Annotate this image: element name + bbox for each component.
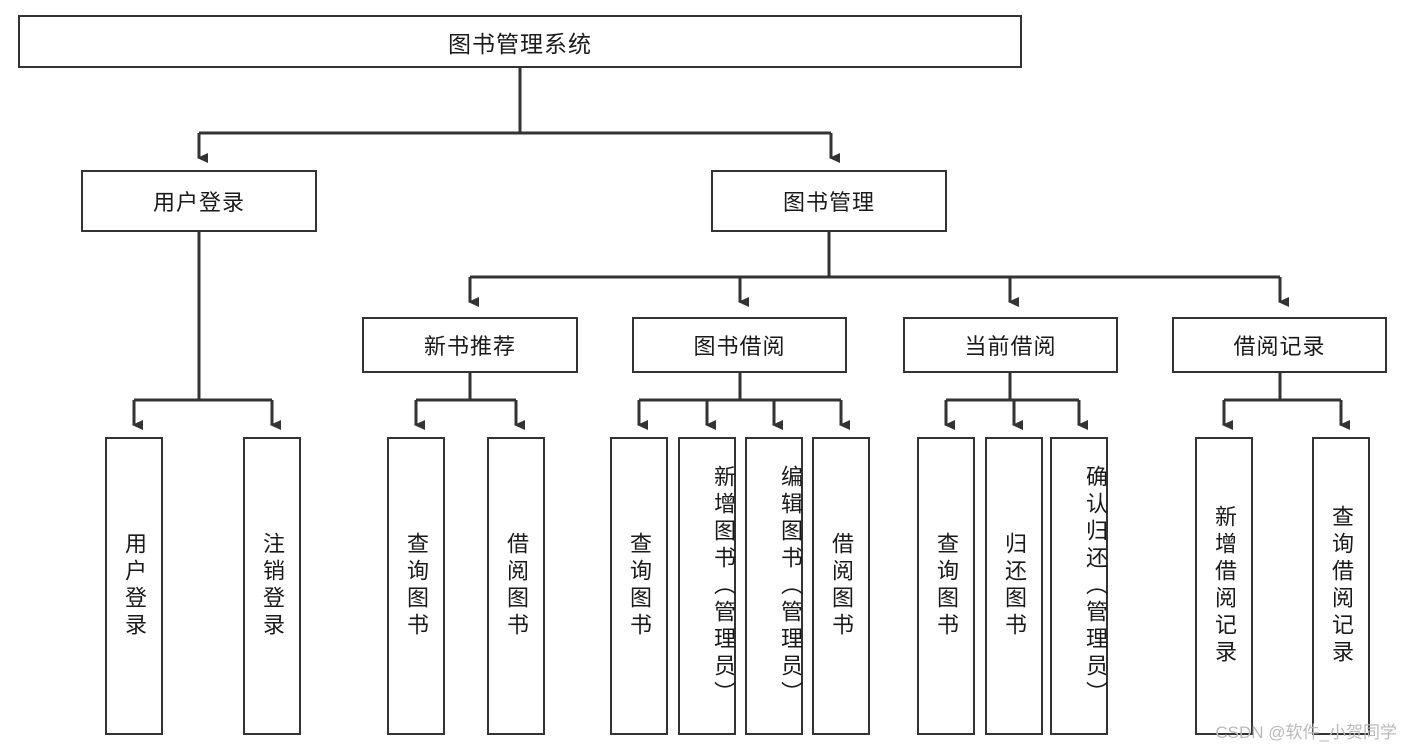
node-label: 图书管理	[782, 190, 875, 215]
node-label: 当前借阅	[964, 334, 1057, 359]
node-label: 归还图书	[1002, 532, 1027, 640]
node-label: 查询图书	[934, 532, 959, 640]
node-new-book-recommend[interactable]: 新书推荐	[362, 317, 578, 373]
node-leaf-query-borrow-record[interactable]: 查询借阅记录	[1312, 437, 1370, 735]
node-leaf-add-borrow-record[interactable]: 新增借阅记录	[1195, 437, 1253, 735]
node-leaf-add-book-admin[interactable]: 新增图书（管理员）	[678, 437, 736, 735]
node-user-login[interactable]: 用户登录	[81, 170, 317, 232]
node-book-borrow[interactable]: 图书借阅	[632, 317, 847, 373]
node-leaf-logout[interactable]: 注销登录	[243, 437, 301, 735]
node-book-management[interactable]: 图书管理	[711, 170, 947, 232]
node-leaf-user-login[interactable]: 用户登录	[105, 437, 163, 735]
node-leaf-query-book-new[interactable]: 查询图书	[387, 437, 445, 735]
node-leaf-borrow-book-new[interactable]: 借阅图书	[487, 437, 545, 735]
node-label: 用户登录	[122, 532, 147, 640]
node-leaf-return-book[interactable]: 归还图书	[985, 437, 1043, 735]
node-leaf-confirm-return-admin[interactable]: 确认归还（管理员）	[1050, 437, 1108, 735]
node-label: 用户登录	[152, 190, 245, 215]
node-label: 查询图书	[404, 532, 429, 640]
node-label: 确认归还（管理员）	[1083, 464, 1108, 708]
node-label: 查询图书	[627, 532, 652, 640]
node-label: 图书借阅	[693, 334, 786, 359]
node-leaf-borrow-book[interactable]: 借阅图书	[812, 437, 870, 735]
node-label: 借阅图书	[829, 532, 854, 640]
node-label: 新增借阅记录	[1212, 505, 1237, 667]
node-label: 编辑图书（管理员）	[778, 464, 803, 708]
node-borrow-record[interactable]: 借阅记录	[1172, 317, 1387, 373]
watermark: CSDN @软件_小贺同学	[1215, 723, 1397, 742]
node-label: 借阅记录	[1233, 334, 1326, 359]
node-leaf-edit-book-admin[interactable]: 编辑图书（管理员）	[745, 437, 803, 735]
node-label: 注销登录	[260, 532, 285, 640]
node-label: 查询借阅记录	[1329, 505, 1354, 667]
node-label: 新增图书（管理员）	[711, 464, 736, 708]
node-leaf-query-book-current[interactable]: 查询图书	[917, 437, 975, 735]
node-current-borrow[interactable]: 当前借阅	[903, 317, 1118, 373]
node-label: 图书管理系统	[448, 30, 592, 57]
node-label: 借阅图书	[504, 532, 529, 640]
node-label: 新书推荐	[423, 334, 516, 359]
node-root-book-management-system[interactable]: 图书管理系统	[18, 15, 1022, 68]
node-leaf-query-book[interactable]: 查询图书	[610, 437, 668, 735]
